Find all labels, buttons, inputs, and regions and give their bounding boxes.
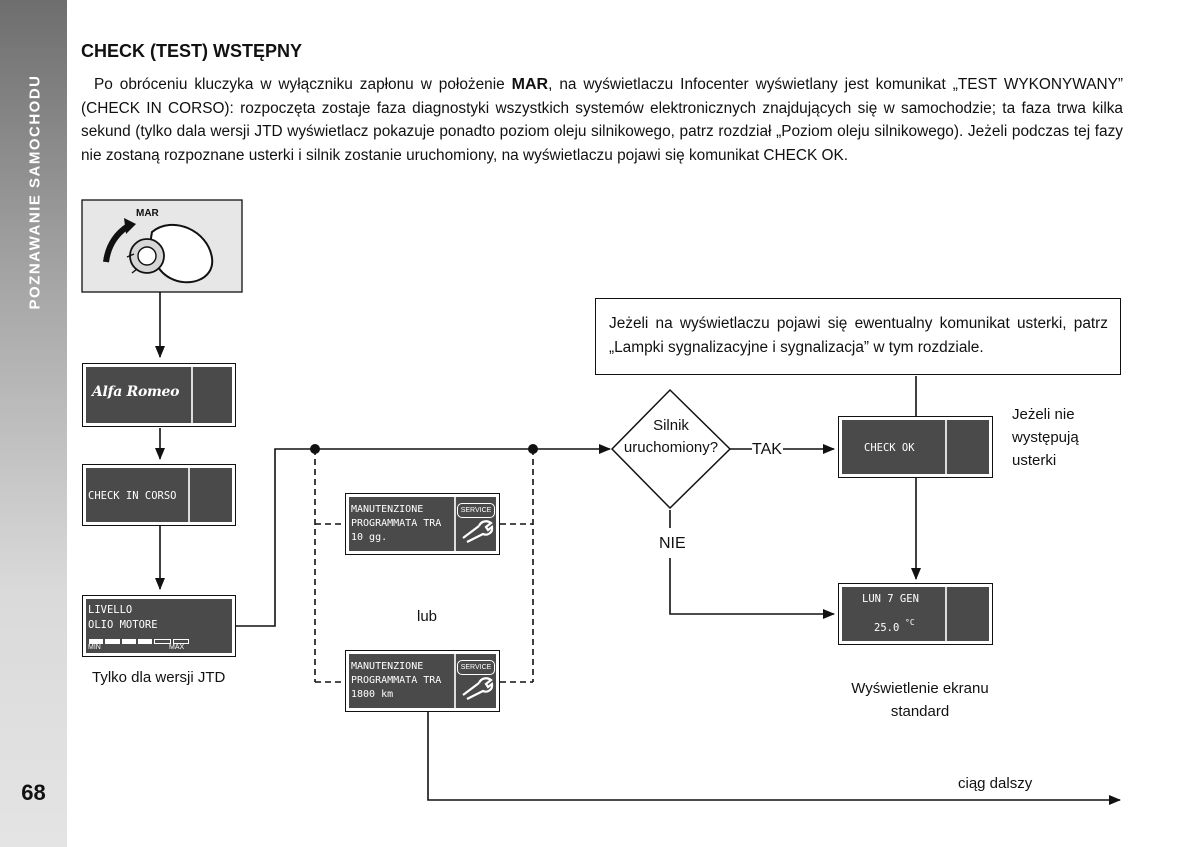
service-badge: SERVICE xyxy=(457,660,495,675)
fault-note: Jeżeli na wyświetlaczu pojawi się ewentu… xyxy=(595,298,1121,375)
oil-min-label: MIN xyxy=(88,644,101,651)
service-km-display: MANUTENZIONE PROGRAMMATA TRA 1800 km SER… xyxy=(345,650,500,712)
standard-date: LUN 7 GEN xyxy=(862,593,919,605)
service-days-line-3: 10 gg. xyxy=(351,532,388,543)
decision-line-2: uruchomiony? xyxy=(623,439,719,456)
service-badge: SERVICE xyxy=(457,503,495,518)
continued-label: ciąg dalszy xyxy=(958,775,1033,792)
wrench-icon xyxy=(462,520,494,543)
standard-caption-line-1: Wyświetlenie ekranu xyxy=(851,680,989,697)
no-faults-label: Jeżeli nie występują usterki xyxy=(1012,403,1079,472)
ignition-illustration xyxy=(81,199,243,293)
check-ok-text: CHECK OK xyxy=(864,442,915,454)
or-label: lub xyxy=(417,608,438,625)
oil-line-2: OLIO MOTORE xyxy=(88,619,158,631)
service-days-line-1: MANUTENZIONE xyxy=(351,504,424,515)
sidebar: POZNAWANIE SAMOCHODU 68 xyxy=(0,0,67,847)
standard-caption: Wyświetlenie ekranu standard xyxy=(838,677,1002,723)
oil-line-1: LIVELLO xyxy=(88,604,133,616)
logo-display: Alfa Romeo xyxy=(82,363,236,427)
arrow-continued xyxy=(427,712,1121,805)
decision-line-1: Silnik xyxy=(653,417,689,434)
oil-to-main-line xyxy=(236,448,315,627)
oil-max-label: MAX xyxy=(169,644,185,651)
jtd-only-label: Tylko dla wersji JTD xyxy=(92,669,226,686)
service-days-display: MANUTENZIONE PROGRAMMATA TRA 10 gg. SERV… xyxy=(345,493,500,555)
check-ok-display: CHECK OK xyxy=(838,416,993,478)
check-in-corso-display: CHECK IN CORSO xyxy=(82,464,236,526)
oil-level-display: LIVELLO OLIO MOTORE MIN MAX xyxy=(82,595,236,657)
oil-level-bar xyxy=(89,639,189,644)
service-km-line-3: 1800 km xyxy=(351,689,394,700)
no-faults-line-2: występują xyxy=(1012,429,1079,446)
intro-text-1: Po obróceniu kluczyka w wyłączniku zapło… xyxy=(94,76,512,93)
service-days-line-2: PROGRAMMATA TRA xyxy=(351,518,442,529)
no-label: NIE xyxy=(659,535,686,552)
page-number: 68 xyxy=(21,780,46,805)
service-km-line-1: MANUTENZIONE xyxy=(351,661,424,672)
junction-dot-right xyxy=(528,444,538,454)
yes-label: TAK xyxy=(752,441,782,458)
intro-text-2: , na wyświetlaczu Infocenter wyświetlany… xyxy=(81,76,1123,164)
ignition-mar-label: MAR xyxy=(136,208,160,219)
no-faults-line-3: usterki xyxy=(1012,452,1057,469)
alfa-romeo-logo: Alfa Romeo xyxy=(92,384,180,400)
decision-diamond xyxy=(610,388,732,510)
page-heading: CHECK (TEST) WSTĘPNY xyxy=(81,41,303,61)
standard-temperature-unit: °C xyxy=(905,618,915,627)
junction-dot-left xyxy=(310,444,320,454)
check-in-corso-text: CHECK IN CORSO xyxy=(88,490,177,502)
no-faults-line-1: Jeżeli nie xyxy=(1012,406,1075,423)
standard-display: LUN 7 GEN 25.0 °C xyxy=(838,583,993,645)
arrow-no xyxy=(669,558,835,619)
standard-caption-line-2: standard xyxy=(890,703,950,720)
standard-temperature: 25.0 xyxy=(874,622,900,634)
wrench-icon xyxy=(462,677,494,700)
decision-label: Silnik uruchomiony? xyxy=(612,415,730,459)
service-km-line-2: PROGRAMMATA TRA xyxy=(351,675,442,686)
intro-mar: MAR xyxy=(511,76,549,93)
intro-paragraph: Po obróceniu kluczyka w wyłączniku zapło… xyxy=(81,73,1123,167)
